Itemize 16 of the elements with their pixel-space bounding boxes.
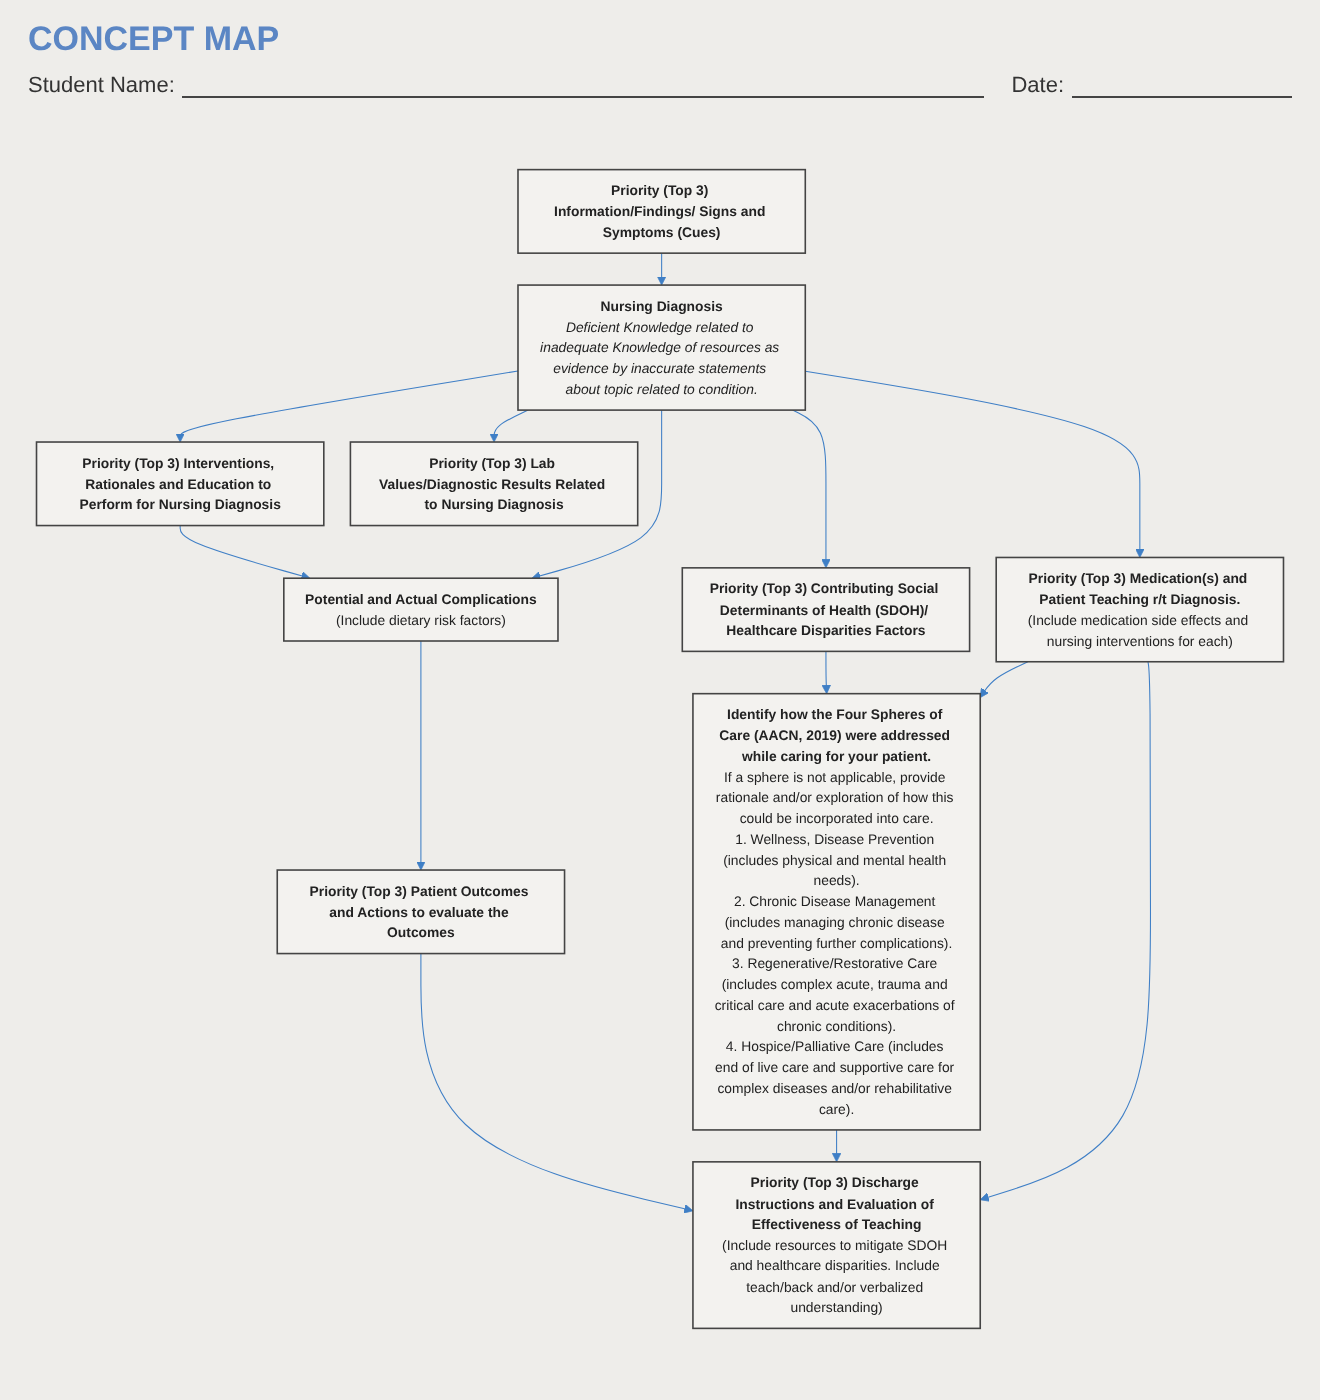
arrow xyxy=(175,370,519,443)
arrow xyxy=(979,661,1029,698)
arrow xyxy=(531,409,663,581)
arrow xyxy=(179,525,311,581)
arrow xyxy=(656,252,667,286)
arrow xyxy=(979,661,1151,1202)
arrow xyxy=(792,409,831,569)
arrow xyxy=(420,953,694,1214)
arrow xyxy=(489,409,529,443)
arrow xyxy=(804,370,1145,558)
arrow xyxy=(416,640,426,871)
field-label: Date: xyxy=(1011,74,1064,98)
title: CONCEPT MAP xyxy=(28,20,282,60)
field-label: Student Name: xyxy=(28,74,175,98)
arrow xyxy=(831,1129,842,1163)
arrow xyxy=(821,650,831,695)
